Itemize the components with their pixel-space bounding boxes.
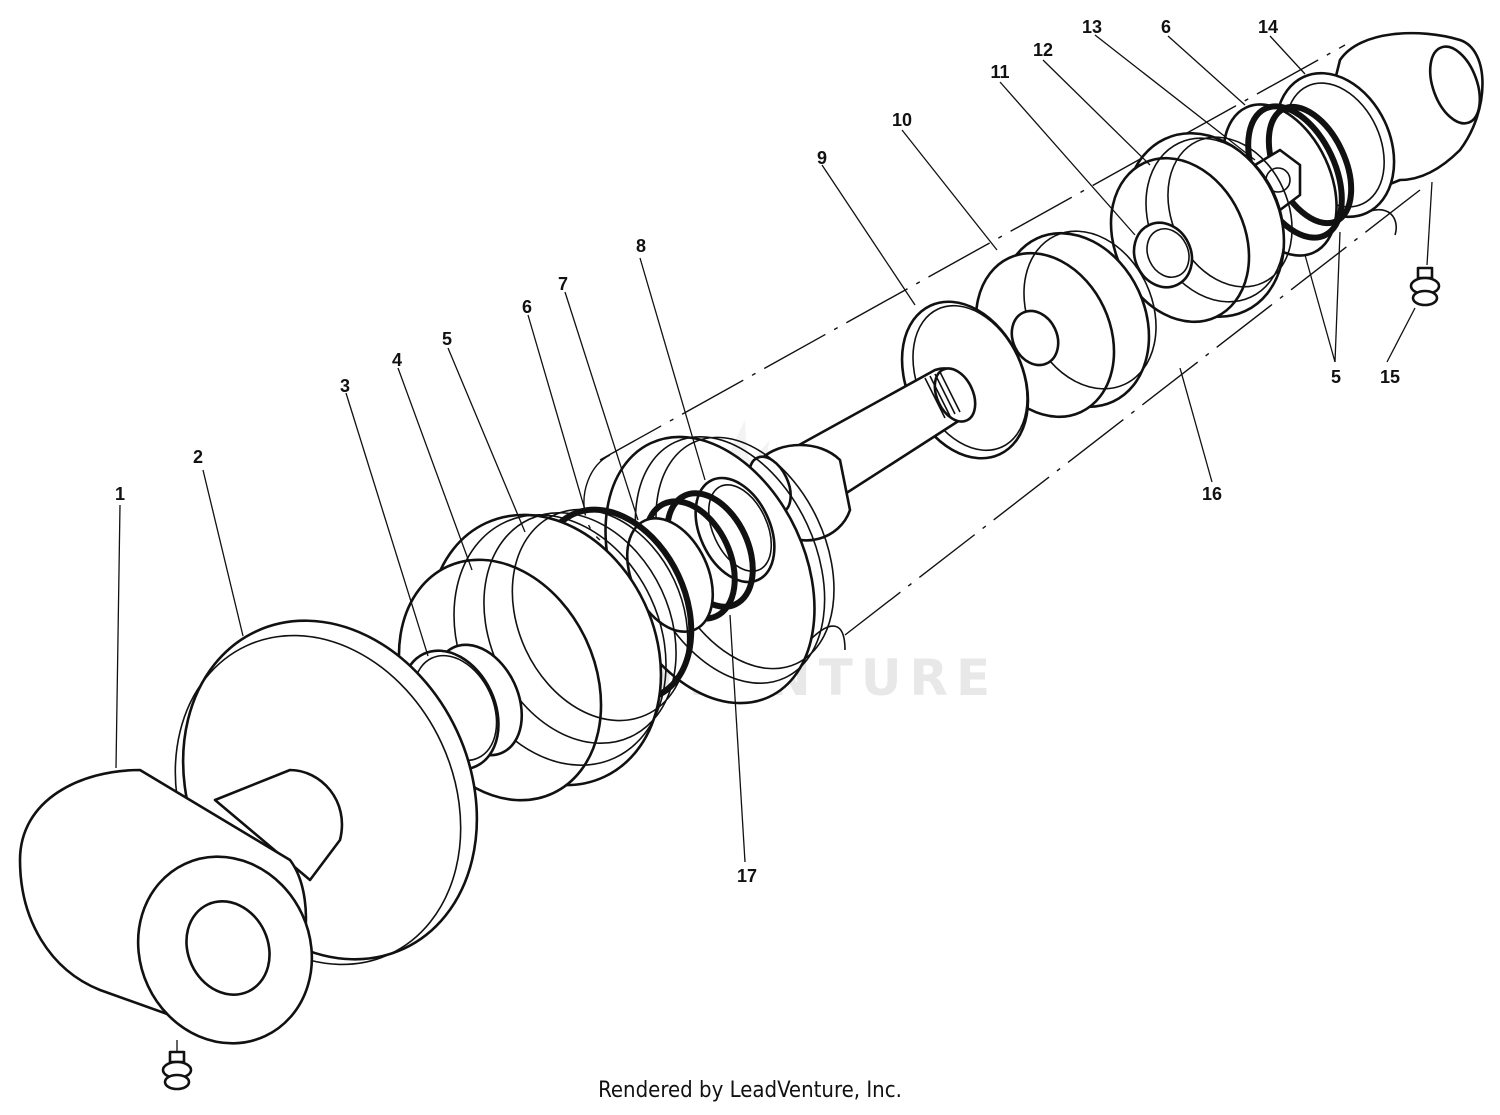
footer-credit: Rendered by LeadVenture, Inc.: [598, 1078, 902, 1103]
callout-3: 3: [340, 376, 350, 396]
grease-fitting-front: [161, 1050, 193, 1091]
callout-12: 12: [1033, 40, 1053, 60]
callout-7: 7: [558, 274, 568, 294]
callout-15: 15: [1380, 367, 1400, 387]
grease-fitting-rear: [1409, 266, 1441, 307]
callout-4: 4: [392, 350, 402, 370]
callout-5: 5: [442, 329, 452, 349]
leader-lines: [115, 34, 1433, 1052]
piston-o-ring: [1132, 221, 1194, 289]
callout-13: 13: [1082, 17, 1102, 37]
callout-2: 2: [193, 447, 203, 467]
cylinder-barrel: [583, 44, 1421, 651]
callout-9: 9: [817, 148, 827, 168]
callout-17: 17: [737, 866, 757, 886]
callout-5b: 5: [1331, 367, 1341, 387]
callout-10: 10: [892, 110, 912, 130]
callout-6b: 6: [1161, 17, 1171, 37]
callout-8: 8: [636, 236, 646, 256]
rod-seals: [625, 490, 756, 634]
callout-11: 11: [990, 62, 1009, 82]
callout-1: 1: [115, 484, 125, 504]
callout-16: 16: [1202, 484, 1222, 504]
callout-14: 14: [1258, 17, 1278, 37]
callouts: 1 2 3 4 5 6 7 8 9 10 11 12 13 6 14 5 15 …: [115, 17, 1400, 886]
callout-6: 6: [522, 297, 532, 317]
front-clevis: [18, 768, 344, 1045]
